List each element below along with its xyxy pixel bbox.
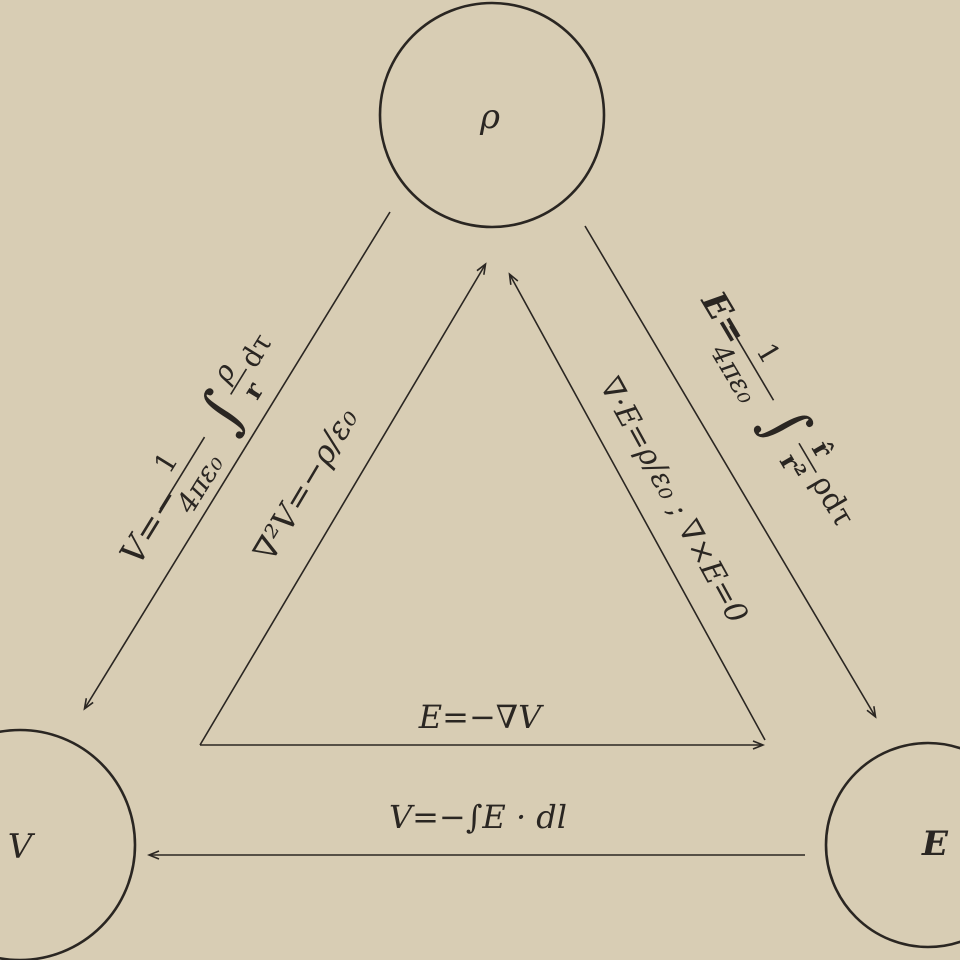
formula-E-to-V: V=−∫E · dl (389, 798, 567, 836)
numerator: 1 (147, 446, 184, 478)
node-E: E (824, 741, 960, 949)
numerator: 1 (750, 337, 787, 369)
inner-numerator: r̂ (805, 436, 838, 463)
rho-label: ρ (479, 97, 500, 137)
lhs: E= (692, 284, 755, 352)
divergence-curl-text: ∇·E=ρ/ε₀ ; ∇×E=0 (592, 372, 755, 630)
arrow-E-to-rho (510, 275, 766, 741)
tail: ρdτ (804, 469, 861, 533)
arrow-rho-to-E (584, 225, 875, 716)
formula-rho-to-E: E= 1 4πε₀ ∫ r̂ r² ρdτ (692, 284, 861, 533)
laplace-poisson-text: ∇²V=−ρ/ε₀ (245, 401, 365, 568)
arrow-rho-to-V (85, 211, 391, 708)
formula-V-to-rho: ∇²V=−ρ/ε₀ (245, 401, 365, 568)
E-label: E (921, 824, 949, 864)
V-label: V (8, 827, 36, 867)
node-rho: ρ (378, 1, 606, 229)
inner-denominator: r (238, 377, 271, 405)
tail: dτ (233, 328, 279, 374)
node-V: V (0, 728, 137, 960)
denominator: 4πε₀ (703, 338, 764, 409)
formula-E-to-rho: ∇·E=ρ/ε₀ ; ∇×E=0 (592, 372, 755, 630)
formula-V-to-E: E=−∇V (418, 698, 544, 736)
arrow-V-to-rho (199, 265, 485, 746)
